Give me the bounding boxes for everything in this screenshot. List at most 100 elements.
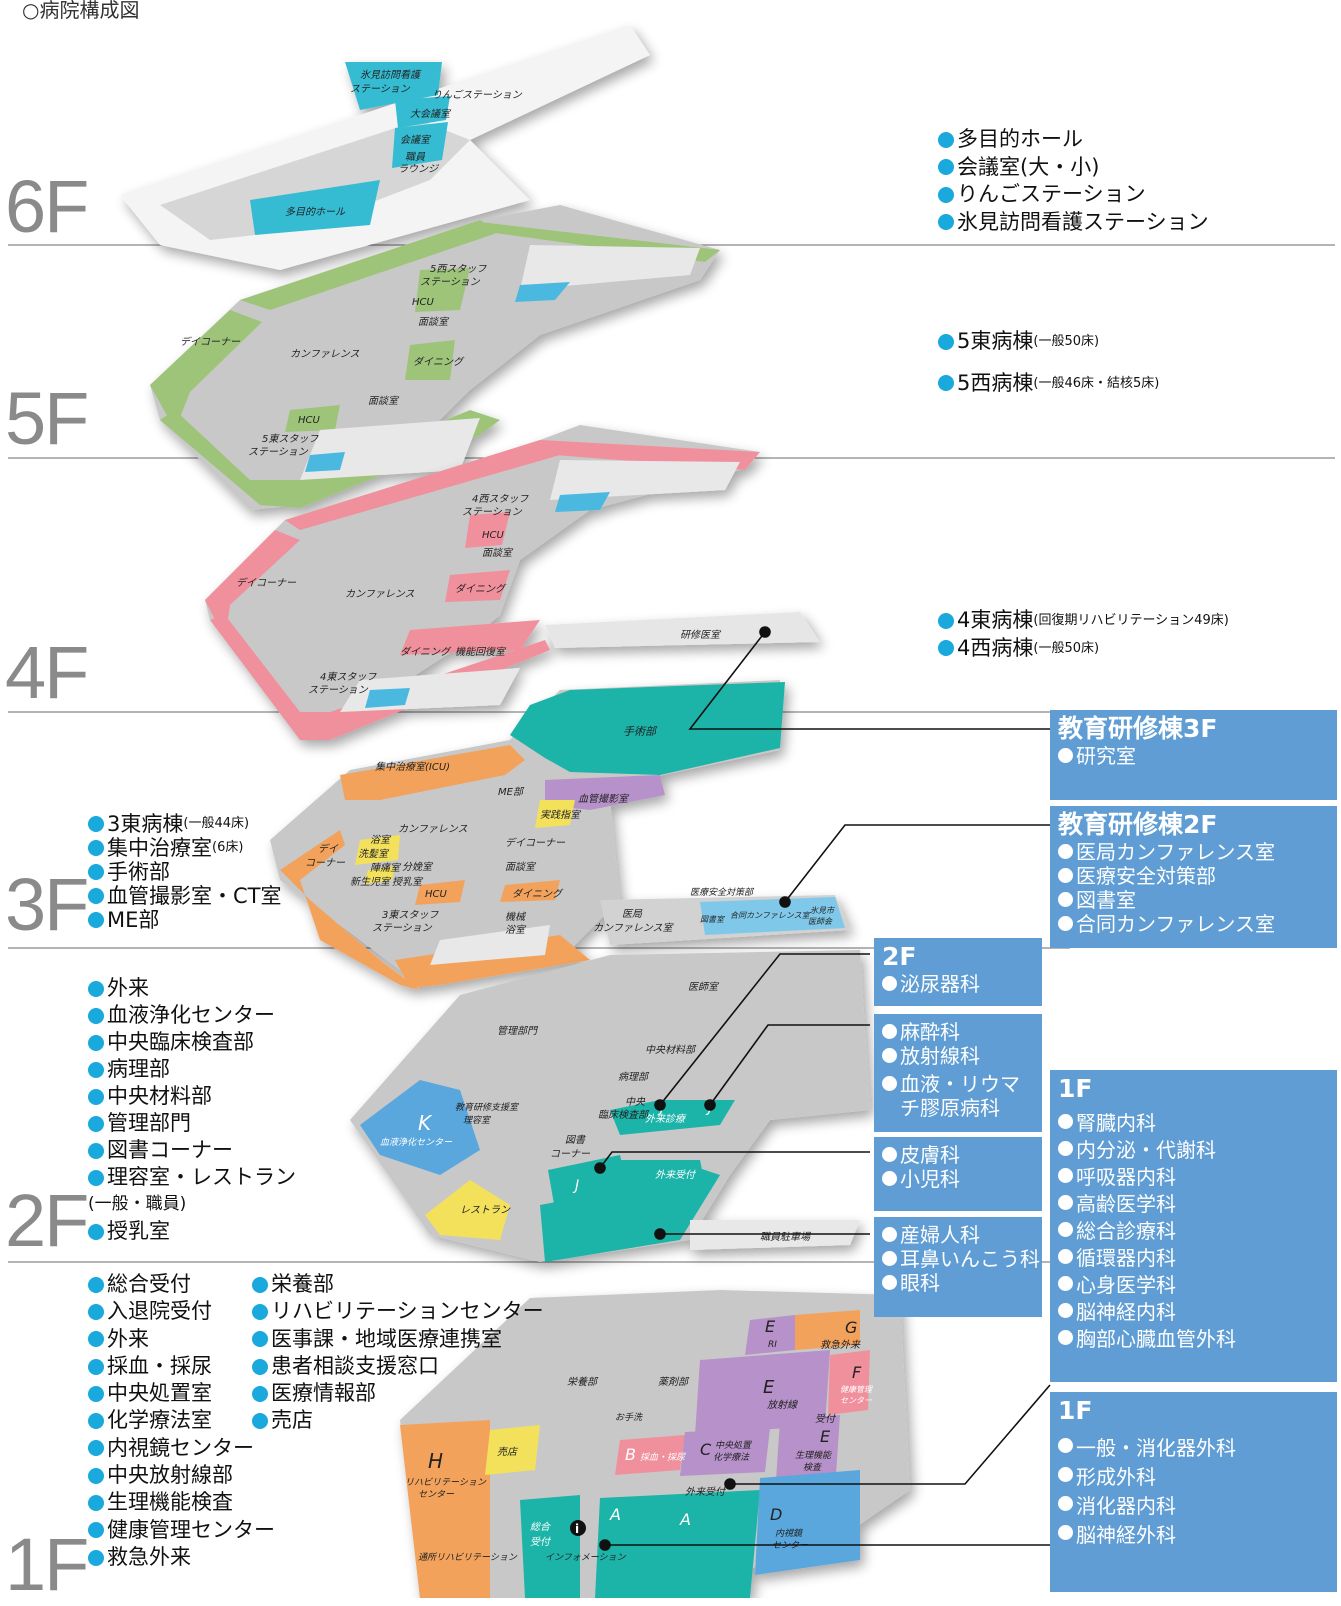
bullet-dot-icon xyxy=(88,1440,104,1457)
callout-item: 心身医学科 xyxy=(1058,1272,1329,1299)
map-label: ステーション xyxy=(248,447,309,458)
list-item: 5東病棟(一般50床) xyxy=(938,328,1159,356)
map-label: 外来受付 xyxy=(655,1169,697,1181)
floor-1f-labels: E RI G 救急外来 栄養部 薬剤部 E 放射線 受付 F 健康管理 センター… xyxy=(405,1317,873,1563)
map-label: 浴室 xyxy=(505,924,527,936)
list-item: 医療情報部 xyxy=(252,1380,544,1407)
map-label: 面談室 xyxy=(418,316,450,328)
bullet-dot-icon xyxy=(88,1331,104,1348)
floor-label-3f: 3F xyxy=(5,863,89,946)
map-label: 洗髪室 xyxy=(358,848,390,860)
map-label: レストラン xyxy=(460,1205,511,1216)
callout-item: 形成外科 xyxy=(1058,1463,1329,1492)
list-item: (一般・職員) xyxy=(88,1194,187,1214)
map-label: 薬剤部 xyxy=(658,1376,690,1388)
leader-dot xyxy=(759,626,771,638)
callout-item: 合同カンファレンス室 xyxy=(1058,912,1329,936)
map-label: 氷見訪問看護 xyxy=(360,69,422,81)
leader-dot xyxy=(704,1099,716,1111)
bullet-dot-icon xyxy=(88,1061,104,1078)
leader-dot xyxy=(779,896,791,908)
map-label: 合同カンファレンス室 xyxy=(730,911,811,920)
bullet-dot-icon xyxy=(88,888,104,904)
list-item: 手術部 xyxy=(88,860,282,884)
map-label: カンファレンス xyxy=(398,824,468,835)
information-icon-glyph: i xyxy=(575,1522,579,1536)
list-item: 患者相談支援窓口 xyxy=(252,1353,544,1380)
facility-list-3f: 3東病棟(一般44床) 集中治療室(6床) 手術部 血管撮影室・CT室 ME部 xyxy=(88,812,282,932)
callout-item: 医療安全対策部 xyxy=(1058,864,1329,888)
bullet-dot-icon xyxy=(1058,1330,1073,1345)
list-item: 3東病棟(一般44床) xyxy=(88,812,282,836)
leader-lines xyxy=(594,626,1055,1551)
map-label: 大会議室 xyxy=(410,108,452,120)
map-label: 総合 xyxy=(530,1521,551,1533)
list-item: 中央処置室 xyxy=(88,1380,275,1407)
map-label: 手術部 xyxy=(623,725,658,738)
list-item: 病理部 xyxy=(88,1056,296,1083)
bullet-dot-icon xyxy=(882,1076,897,1091)
map-label: 受付 xyxy=(530,1536,552,1548)
bullet-dot-icon xyxy=(88,1142,104,1159)
list-item: リハビリテーションセンター xyxy=(252,1298,544,1325)
callout-heading: 2F xyxy=(882,942,917,971)
map-label: 実践指室 xyxy=(540,809,582,821)
list-item: 4西病棟(一般50床) xyxy=(938,635,1229,663)
map-label: ダイニング xyxy=(413,356,465,368)
bullet-dot-icon xyxy=(938,333,954,350)
callout-heading: 教育研修棟3F xyxy=(1058,714,1218,743)
map-label: F xyxy=(852,1363,862,1382)
map-label: 新生児室 xyxy=(350,876,392,888)
bullet-dot-icon xyxy=(938,159,954,176)
bullet-dot-icon xyxy=(882,1048,897,1063)
bullet-dot-icon xyxy=(1058,1195,1073,1210)
bullet-dot-icon xyxy=(252,1331,268,1348)
callout-item: 循環器内科 xyxy=(1058,1245,1329,1272)
list-item: 栄養部 xyxy=(252,1271,544,1298)
map-label: 採血・採尿 xyxy=(640,1452,686,1463)
list-item: 救急外来 xyxy=(88,1544,275,1571)
map-label: J xyxy=(572,1178,579,1194)
bullet-dot-icon xyxy=(1058,1525,1073,1540)
callout-heading: 教育研修棟2F xyxy=(1058,810,1218,839)
map-label: コーナー xyxy=(305,858,346,869)
floor-2f-plan xyxy=(350,950,870,1262)
callout-item: 総合診療科 xyxy=(1058,1218,1329,1245)
bullet-dot-icon xyxy=(938,131,954,148)
floor-6f-plan xyxy=(120,25,650,270)
map-label: E xyxy=(765,1317,776,1336)
list-item: 4東病棟(回復期リハビリテーション49床) xyxy=(938,607,1229,635)
bullet-dot-icon xyxy=(938,640,954,657)
bullet-dot-icon xyxy=(88,980,104,997)
callout-item: 眼科 xyxy=(882,1271,1034,1295)
map-label: D xyxy=(770,1505,782,1524)
bullet-dot-icon xyxy=(252,1276,268,1293)
bullet-dot-icon xyxy=(938,612,954,629)
map-label: B xyxy=(625,1445,636,1464)
map-label: 授乳室 xyxy=(392,876,424,888)
list-item: 中央材料部 xyxy=(88,1083,296,1110)
list-item: 5西病棟(一般46床・結核5床) xyxy=(938,370,1159,398)
bullet-dot-icon xyxy=(1058,868,1073,883)
facility-list-4f: 4東病棟(回復期リハビリテーション49床) 4西病棟(一般50床) xyxy=(938,607,1229,662)
callout-heading: 1F xyxy=(1058,1074,1093,1103)
map-label: 職員駐車場 xyxy=(760,1231,811,1243)
bullet-dot-icon xyxy=(88,1495,104,1512)
bullet-dot-icon xyxy=(1058,916,1073,931)
map-label: 面談室 xyxy=(368,395,400,407)
map-label: A xyxy=(609,1505,621,1524)
page-title: ○病院構成図 xyxy=(22,0,140,22)
map-label: HCU xyxy=(298,415,321,426)
list-item: 管理部門 xyxy=(88,1110,296,1137)
floor-5f-labels: 5西スタッフ ステーション HCU 面談室 デイコーナー カンファレンス ダイニ… xyxy=(180,263,487,458)
map-label: 中央処置 xyxy=(715,1440,752,1451)
map-label: HCU xyxy=(412,297,435,308)
callout-heading: 1F xyxy=(1058,1396,1093,1425)
map-label: 中央材料部 xyxy=(645,1044,697,1056)
bullet-dot-icon xyxy=(1058,1141,1073,1156)
map-label: G xyxy=(845,1318,857,1337)
leader-dot xyxy=(724,1478,736,1490)
bullet-dot-icon xyxy=(1058,1222,1073,1237)
callout-item: 高齢医学科 xyxy=(1058,1191,1329,1218)
list-item: 医事課・地域医療連携室 xyxy=(252,1326,544,1353)
